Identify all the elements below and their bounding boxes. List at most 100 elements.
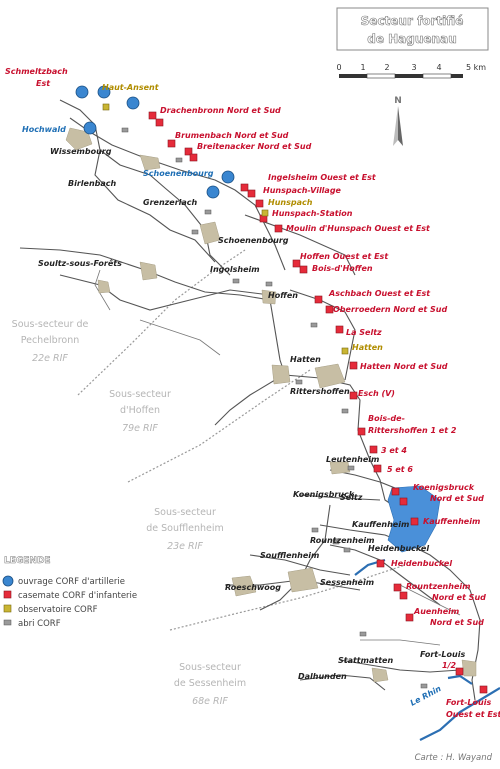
scale-tick-label: 4 xyxy=(436,63,441,72)
casemate-label: Bois-de- xyxy=(368,414,405,423)
observatory-marker xyxy=(261,209,269,217)
village-area xyxy=(97,279,111,294)
observatory-label: Haut-Ansent xyxy=(102,83,160,92)
casemate-marker xyxy=(148,111,157,120)
minor-road xyxy=(399,584,461,616)
casemate-marker xyxy=(292,259,301,268)
subsector-rif: 79e RIF xyxy=(122,423,158,434)
scale-tick-label: 2 xyxy=(384,63,389,72)
casemate-marker xyxy=(274,224,283,233)
casemate-marker xyxy=(479,685,488,694)
abri-marker xyxy=(311,527,319,533)
observatories xyxy=(102,103,349,355)
railway-line xyxy=(169,564,406,631)
scale-tick-label: 5 km xyxy=(466,63,486,72)
scale-seg xyxy=(339,74,367,78)
casemate-marker xyxy=(405,613,414,622)
casemate-label: Esch (V) xyxy=(358,389,395,398)
title-frame xyxy=(336,7,489,51)
casemate-labels: Schmeltzbach Est Drachenbronn Nord et Su… xyxy=(5,67,500,719)
village-label: Birlenbach xyxy=(68,179,117,188)
road xyxy=(329,544,441,606)
casemate-label: Koenigsbruck xyxy=(413,483,475,492)
north-arrow-right xyxy=(398,106,403,146)
casemate-label: Schmeltzbach xyxy=(5,67,68,76)
observatory-label: Hatten xyxy=(352,343,383,352)
village-area xyxy=(314,363,346,389)
casemate-marker xyxy=(410,517,419,526)
village-label: Dalhunden xyxy=(298,672,347,681)
casemate-marker xyxy=(373,464,382,473)
village-area xyxy=(271,364,291,385)
minor-road xyxy=(94,269,111,311)
village-label: Koenigsbruck xyxy=(293,490,355,499)
abri-marker xyxy=(265,281,273,287)
village-label: Ingolsheim xyxy=(210,265,260,274)
legend-item-label: casemate CORF d'infanterie xyxy=(18,591,137,601)
abri-marker xyxy=(121,127,129,133)
legend-abri-icon xyxy=(3,619,12,626)
subsector-rif: 22e RIF xyxy=(32,353,68,364)
subsector-name: d'Hoffen xyxy=(120,405,160,416)
legend: LEGENDE ouvrage CORF d'artillerie casema… xyxy=(2,556,137,629)
casemate-label: Moulin d'Hunspach Ouest et Est xyxy=(286,224,431,233)
scale-seg xyxy=(366,73,396,79)
casemate-marker xyxy=(189,153,198,162)
observatory-marker xyxy=(341,347,349,355)
railway-line xyxy=(77,249,246,396)
scale-tick-label: 3 xyxy=(411,63,416,72)
village-area xyxy=(139,261,158,281)
subsector-name: Sous-secteur xyxy=(179,662,241,673)
road xyxy=(319,524,481,701)
casemate-label: Oberroedern Nord et Sud xyxy=(333,305,447,314)
subsector-name: Sous-secteur de xyxy=(12,319,89,330)
village-area xyxy=(231,575,257,597)
legend-casemate-icon xyxy=(3,590,12,599)
minor-road xyxy=(360,639,441,646)
village-label: Soufflenheim xyxy=(260,551,319,560)
ouvrage-marker xyxy=(126,96,140,110)
legend-ouvrage-icon xyxy=(2,575,14,587)
road xyxy=(94,149,216,263)
village-label: Sessenheim xyxy=(320,578,374,587)
casemate-label: Rountzenheim xyxy=(406,582,470,591)
road xyxy=(214,379,276,426)
casemate-label: Nord et Sud xyxy=(430,494,484,503)
village-label: Hatten xyxy=(290,355,321,364)
casemate-label: La Seltz xyxy=(346,328,382,337)
title-line-2: de Haguenau xyxy=(367,32,457,46)
village-area xyxy=(261,289,277,305)
legend-item-label: observatoire CORF xyxy=(18,605,98,615)
ouvrage-marker xyxy=(97,85,111,99)
ouvrages xyxy=(75,85,235,199)
village-label: Stattmatten xyxy=(338,656,393,665)
road xyxy=(339,659,461,673)
casemate-marker xyxy=(299,265,308,274)
casemate-label: Brumenbach Nord et Sud xyxy=(175,131,289,140)
abri-marker xyxy=(343,547,351,553)
subsector-name: Sous-secteur xyxy=(109,389,171,400)
title-block: Secteur fortifié de Haguenau xyxy=(336,7,489,51)
village-label: Rittershoffen xyxy=(290,387,350,396)
road xyxy=(299,494,381,501)
abri-marker xyxy=(232,278,240,284)
observatory-label: Hunspach xyxy=(268,198,313,207)
village-area xyxy=(461,659,477,677)
casemate-label: Hunspach-Station xyxy=(272,209,353,218)
casemate-label: Hunspach-Village xyxy=(263,186,342,195)
casemate-marker xyxy=(247,189,256,198)
village-label: Wissembourg xyxy=(50,147,112,156)
village-label: Grenzerlach xyxy=(143,198,198,207)
scale-tick-label: 0 xyxy=(336,63,341,72)
ouvrage-marker xyxy=(75,85,89,99)
casemate-label: Hatten Nord et Sud xyxy=(360,362,448,371)
abri-marker xyxy=(295,379,303,385)
abris xyxy=(121,127,428,689)
north-arrow: N xyxy=(393,96,403,146)
road xyxy=(299,674,386,691)
casemate-marker xyxy=(393,583,402,592)
observatory-marker xyxy=(102,103,110,111)
casemate-marker xyxy=(255,199,264,208)
village-label: Rountzenheim xyxy=(310,536,374,545)
abri-marker xyxy=(420,683,428,689)
